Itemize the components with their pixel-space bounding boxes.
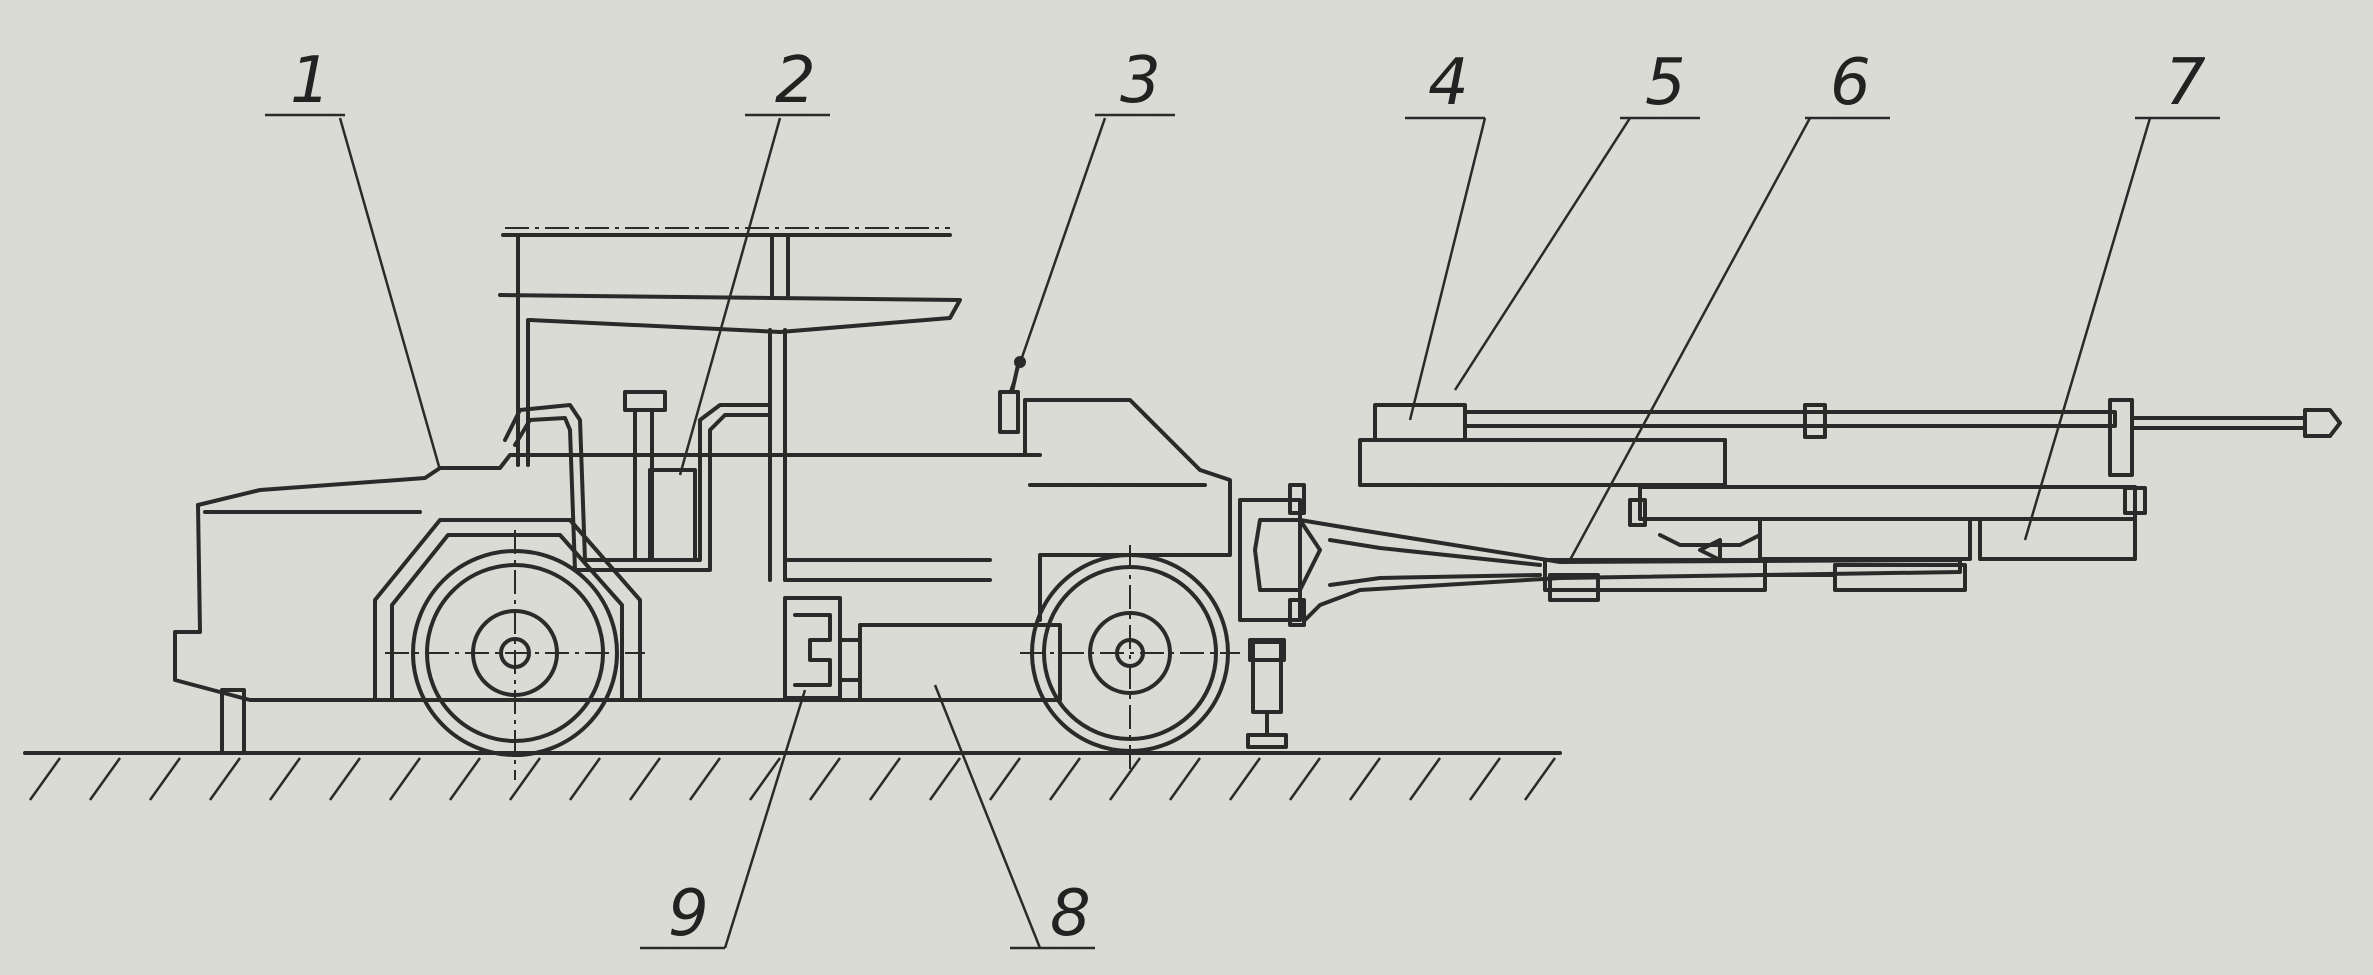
callout-9: 9 [668,877,709,951]
cab-canopy [498,227,962,582]
feed-beam [1628,485,2147,561]
boom-mount [1238,483,1322,627]
callout-2: 2 [775,44,816,118]
drill-carriage [1358,403,1727,487]
callout-8: 8 [1050,877,1091,951]
rear-wheel [373,518,645,780]
callout-6: 6 [1830,46,1871,120]
front-wheel [1020,545,1240,770]
drill-rod [1463,398,2342,477]
callout-1: 1 [290,44,331,118]
articulation-joint [783,596,842,700]
callout-3: 3 [1120,44,1161,118]
ground [23,751,1562,801]
front-jack [1246,638,1288,749]
callouts: 1 2 3 4 5 6 7 8 9 [290,44,2206,951]
leader-lines [265,113,2220,950]
front-frame [838,623,1062,702]
callout-5: 5 [1645,46,1686,120]
callout-4: 4 [1428,46,1469,120]
boom [1298,518,1967,622]
callout-7: 7 [2165,46,2206,120]
front-hood [998,356,1232,622]
